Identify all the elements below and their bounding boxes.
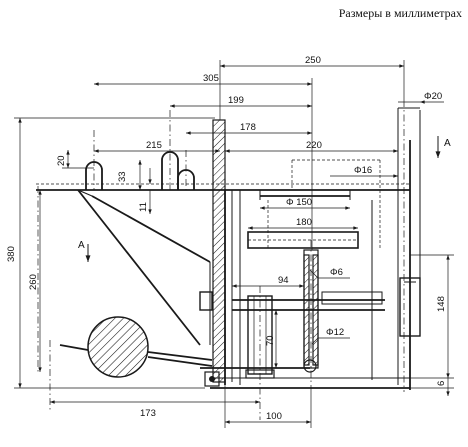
right-housing [267,159,381,380]
dim-215: 215 [146,140,162,151]
dim-phi6: Φ6 [330,267,343,278]
lever-bar [199,291,385,311]
dim-250: 250 [305,55,321,66]
dim-phi150: Φ 150 [286,197,312,208]
dim-180: 180 [296,217,312,228]
dim-173: 173 [140,408,156,419]
dim-94: 94 [278,275,289,286]
section-label-right: А [444,138,451,149]
dim-70: 70 [265,335,276,346]
dim-220: 220 [306,140,322,151]
valve-block [200,286,317,420]
dimension-lines [14,60,454,428]
dim-380: 380 [6,246,17,262]
side-box [399,100,421,392]
dim-178: 178 [240,122,256,133]
dim-33: 33 [117,171,128,182]
section-mark-left: А [78,240,91,262]
dim-6: 6 [436,381,447,386]
dim-phi20: Φ20 [424,91,442,102]
dimensions-caption: Размеры в миллиметрах [338,6,462,20]
dim-199: 199 [228,95,244,106]
dim-260: 260 [28,274,39,290]
float-ball [49,316,220,410]
dim-100: 100 [266,411,282,422]
inner-chamber [224,190,359,385]
feed-chute [77,189,211,346]
dim-phi16: Φ16 [354,165,372,176]
dim-phi12: Φ12 [326,327,344,338]
central-wall [212,119,226,383]
section-mark-right: А [435,136,451,158]
section-label-left: А [78,240,85,251]
dim-148: 148 [436,296,447,312]
dim-20-small: 20 [56,155,67,166]
dim-11: 11 [138,202,149,212]
dim-305: 305 [203,73,219,84]
